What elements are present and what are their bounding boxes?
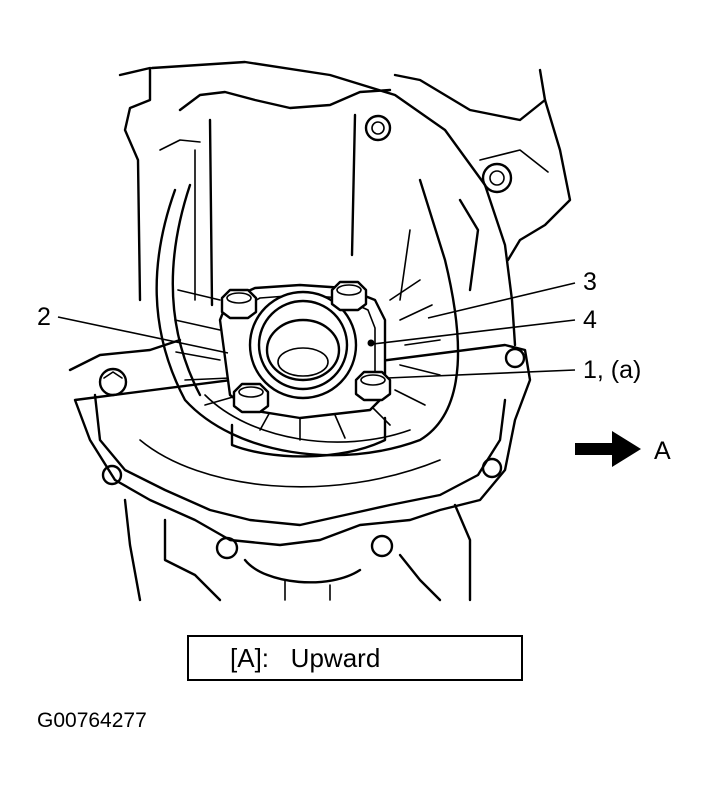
bolt — [232, 382, 270, 414]
leader-2 — [57, 316, 229, 354]
callout-2: 2 — [37, 303, 51, 331]
bearing-retainer — [218, 280, 392, 458]
callout-4: 4 — [583, 306, 597, 334]
bolt — [354, 370, 392, 402]
arrow-label: A — [654, 437, 671, 465]
figure-code: G00764277 — [37, 709, 147, 732]
outer-flange — [68, 338, 532, 602]
legend-box — [187, 635, 523, 681]
leader-1a — [386, 369, 576, 379]
leader-lines — [57, 282, 576, 379]
legend-text: [A]: Upward — [230, 643, 380, 673]
bell-housing-inner — [155, 178, 460, 457]
direction-arrow-icon — [575, 431, 641, 467]
bolt — [220, 288, 258, 320]
leader-3 — [427, 282, 576, 319]
upper-housing — [118, 60, 572, 347]
callout-1a: 1, (a) — [583, 356, 641, 384]
callout-3: 3 — [583, 268, 597, 296]
leader-4 — [372, 319, 576, 345]
bolt — [330, 280, 368, 312]
